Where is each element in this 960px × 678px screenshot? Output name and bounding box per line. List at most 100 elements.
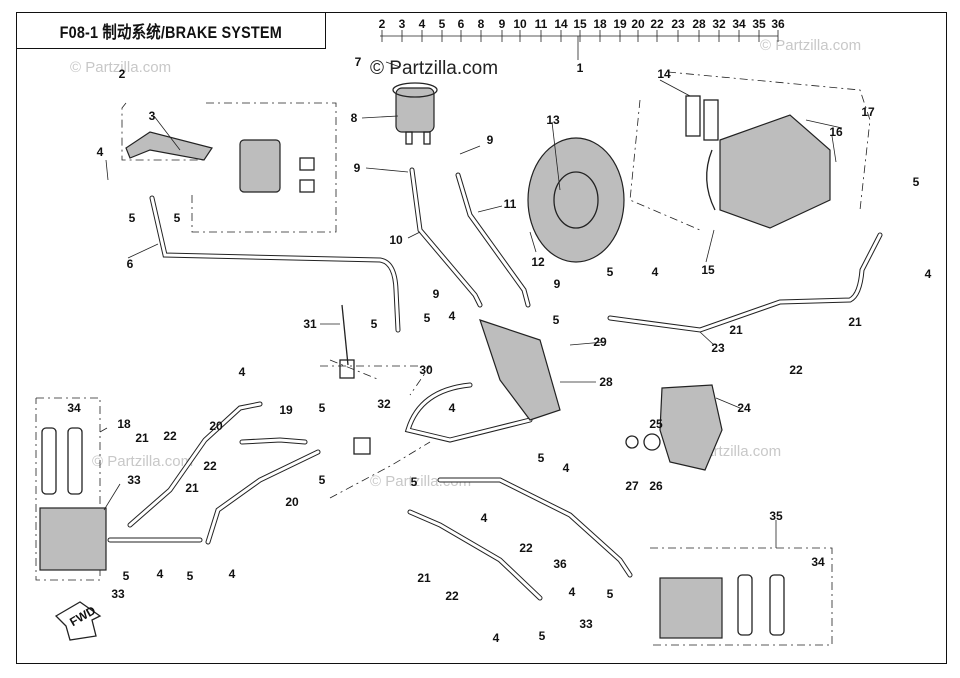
diagram-frame [16, 12, 947, 664]
callout-1: 1 [577, 61, 584, 75]
brake-fluid-reservoir [392, 82, 438, 145]
callout-25: 25 [649, 417, 663, 431]
callout-5: 5 [319, 473, 326, 487]
group-tick-label: 6 [458, 17, 465, 31]
callout-5: 5 [411, 475, 418, 489]
callout-33: 33 [579, 617, 593, 631]
callout-5: 5 [123, 569, 130, 583]
brake-lines [107, 167, 883, 601]
callout-21: 21 [135, 431, 149, 445]
rear-right-caliper [659, 574, 785, 639]
callout-4: 4 [449, 401, 456, 415]
group-tick-label: 28 [692, 17, 706, 31]
callout-4: 4 [97, 145, 104, 159]
callout-36: 36 [553, 557, 567, 571]
group-tick-label: 20 [631, 17, 645, 31]
callout-34: 34 [67, 401, 81, 415]
callout-21: 21 [848, 315, 862, 329]
group-tick-label: 23 [671, 17, 685, 31]
callout-23: 23 [711, 341, 725, 355]
callout-24: 24 [737, 401, 751, 415]
callout-22: 22 [445, 589, 459, 603]
callout-19: 19 [279, 403, 293, 417]
callout-4: 4 [493, 631, 500, 645]
callout-15: 15 [701, 263, 715, 277]
callout-13: 13 [546, 113, 560, 127]
callout-4: 4 [239, 365, 246, 379]
group-tick-label: 34 [732, 17, 746, 31]
callout-4: 4 [569, 585, 576, 599]
group-tick-label: 36 [771, 17, 785, 31]
callout-9: 9 [433, 287, 440, 301]
rear-left-caliper [39, 427, 107, 571]
callout-11: 11 [504, 197, 517, 211]
handlebar-master-cylinder [125, 131, 315, 193]
brake-disc [527, 137, 625, 263]
callout-22: 22 [519, 541, 533, 555]
callout-3: 3 [149, 109, 156, 123]
callout-5: 5 [553, 313, 560, 327]
group-tick-label: 8 [478, 17, 485, 31]
front-caliper-assembly [685, 95, 831, 229]
callout-5: 5 [607, 587, 614, 601]
callout-22: 22 [789, 363, 803, 377]
callout-20: 20 [285, 495, 299, 509]
callout-5: 5 [371, 317, 378, 331]
callout-4: 4 [563, 461, 570, 475]
title-box: F08-1 制动系统/BRAKE SYSTEM [16, 12, 326, 49]
group-tick-label: 5 [439, 17, 446, 31]
callout-12: 12 [531, 255, 545, 269]
group-tick-label: 15 [573, 17, 587, 31]
callout-22: 22 [203, 459, 217, 473]
callout-17: 17 [861, 105, 875, 119]
assembly-outlines [35, 71, 871, 646]
group-tick-label: 9 [499, 17, 506, 31]
callout-4: 4 [652, 265, 659, 279]
fwd-arrow: FWD [54, 601, 102, 641]
callout-26: 26 [649, 479, 663, 493]
callout-20: 20 [209, 419, 223, 433]
group-tick-label: 11 [535, 17, 548, 31]
callout-6: 6 [127, 257, 134, 271]
watermark-faint: © Partzilla.com [760, 37, 861, 54]
callout-4: 4 [157, 567, 164, 581]
callout-14: 14 [657, 67, 671, 81]
callout-29: 29 [593, 335, 607, 349]
callout-22: 22 [163, 429, 177, 443]
callout-16: 16 [829, 125, 843, 139]
callout-4: 4 [481, 511, 488, 525]
group-tick-label: 18 [593, 17, 607, 31]
callout-9: 9 [554, 277, 561, 291]
callout-9: 9 [487, 133, 494, 147]
callout-5: 5 [913, 175, 920, 189]
callout-5: 5 [539, 629, 546, 643]
callout-5: 5 [424, 311, 431, 325]
callout-35: 35 [769, 509, 783, 523]
callout-32: 32 [377, 397, 391, 411]
leader-lines [99, 61, 843, 548]
callout-30: 30 [419, 363, 433, 377]
callout-21: 21 [417, 571, 431, 585]
callout-7: 7 [355, 55, 362, 69]
group-tick-label: 3 [399, 17, 406, 31]
callout-33: 33 [127, 473, 141, 487]
center-master-cylinder [339, 304, 561, 455]
group-tick-label: 22 [650, 17, 664, 31]
callout-5: 5 [538, 451, 545, 465]
callout-2: 2 [119, 67, 126, 81]
callout-5: 5 [174, 211, 181, 225]
callout-4: 4 [449, 309, 456, 323]
callout-5: 5 [319, 401, 326, 415]
callout-5: 5 [187, 569, 194, 583]
group-tick-label: 19 [613, 17, 627, 31]
brake-pedal [625, 384, 723, 471]
group-tick-label: 14 [554, 17, 568, 31]
callout-18: 18 [117, 417, 131, 431]
callout-33: 33 [111, 587, 125, 601]
callout-34: 34 [811, 555, 825, 569]
callout-4: 4 [925, 267, 932, 281]
callout-27: 27 [625, 479, 639, 493]
page-title: F08-1 制动系统/BRAKE SYSTEM [59, 22, 282, 42]
